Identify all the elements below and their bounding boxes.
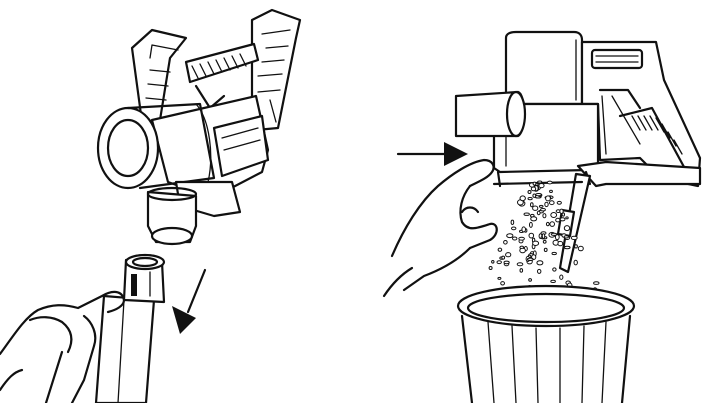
dust-particle: [497, 261, 501, 264]
dust-particle: [531, 187, 535, 191]
dust-particle: [498, 277, 501, 279]
vacuum-body-icon: [98, 10, 300, 244]
dust-particle: [533, 206, 538, 210]
dust-particle: [539, 205, 543, 207]
dust-particle: [533, 241, 539, 245]
dust-particle: [537, 261, 543, 265]
dust-particle: [543, 214, 546, 218]
dust-particle: [529, 233, 534, 238]
dust-particle: [536, 194, 541, 196]
dust-particle: [533, 182, 536, 185]
dust-particle: [530, 222, 533, 227]
dust-particle: [513, 237, 517, 240]
left-panel-detach-tube: [0, 10, 300, 403]
dust-particle: [519, 237, 525, 240]
dust-particle: [546, 222, 549, 225]
dust-particle: [544, 248, 547, 251]
dust-particle: [578, 246, 583, 251]
dust-particle: [504, 241, 508, 245]
dust-particle: [504, 261, 509, 264]
dust-particle: [594, 282, 599, 285]
dust-particle: [498, 248, 502, 251]
dust-particle: [492, 261, 494, 264]
dust-particle: [529, 279, 532, 282]
dust-particle: [489, 267, 492, 270]
dust-particle: [545, 202, 548, 206]
dust-particle: [502, 256, 505, 259]
hand-icon: [384, 160, 497, 296]
dust-particle: [506, 253, 511, 257]
dust-particle: [539, 184, 544, 188]
dust-particle: [551, 233, 556, 235]
dust-particle: [550, 190, 553, 192]
dust-particle: [538, 269, 541, 273]
dust-particle: [537, 211, 540, 215]
dust-particle: [511, 220, 514, 224]
extension-tube-icon: [96, 255, 164, 403]
dust-particle: [541, 209, 546, 211]
dust-particle: [564, 246, 570, 248]
dust-particle: [550, 201, 555, 205]
dust-particle: [560, 209, 563, 213]
dust-particle: [538, 181, 542, 183]
dust-particle: [528, 198, 532, 200]
dust-particle: [558, 241, 563, 245]
dust-particle: [560, 275, 563, 279]
dust-particle: [507, 234, 513, 238]
dust-particle: [524, 213, 529, 215]
arrow-down-icon: [172, 270, 205, 334]
dust-particle: [501, 282, 505, 285]
dust-particle: [574, 260, 577, 265]
dust-particle: [550, 222, 555, 227]
dust-particle: [564, 236, 568, 238]
dust-particle: [520, 248, 526, 252]
trash-can-icon: [458, 286, 634, 403]
dust-particle: [546, 196, 551, 201]
dust-particle: [553, 268, 556, 271]
dust-particle: [542, 234, 544, 239]
dust-particle: [560, 218, 565, 221]
dust-particle: [566, 217, 568, 219]
dust-particle: [533, 194, 536, 197]
dust-particle: [517, 263, 523, 266]
dust-particle: [520, 269, 523, 273]
dust-particle: [556, 218, 560, 222]
dust-particle: [543, 240, 546, 243]
dust-bin-lid-icon: [494, 174, 590, 272]
dust-particle: [527, 258, 533, 260]
dust-particle: [531, 217, 537, 221]
right-panel-empty-bin: [384, 32, 700, 403]
dust-particle: [557, 201, 561, 204]
dust-particle: [522, 227, 526, 232]
dust-particle: [571, 236, 577, 239]
arrow-right-icon: [398, 142, 468, 166]
dust-particle: [551, 213, 557, 218]
dust-particle: [575, 245, 578, 248]
dust-particle: [531, 203, 534, 207]
dust-particle: [564, 226, 569, 231]
dust-particle: [552, 252, 556, 254]
dust-particle: [512, 227, 516, 230]
dust-particle: [547, 181, 552, 184]
dust-particle: [551, 280, 556, 282]
dust-particle: [528, 191, 531, 194]
dust-particle: [520, 196, 525, 201]
